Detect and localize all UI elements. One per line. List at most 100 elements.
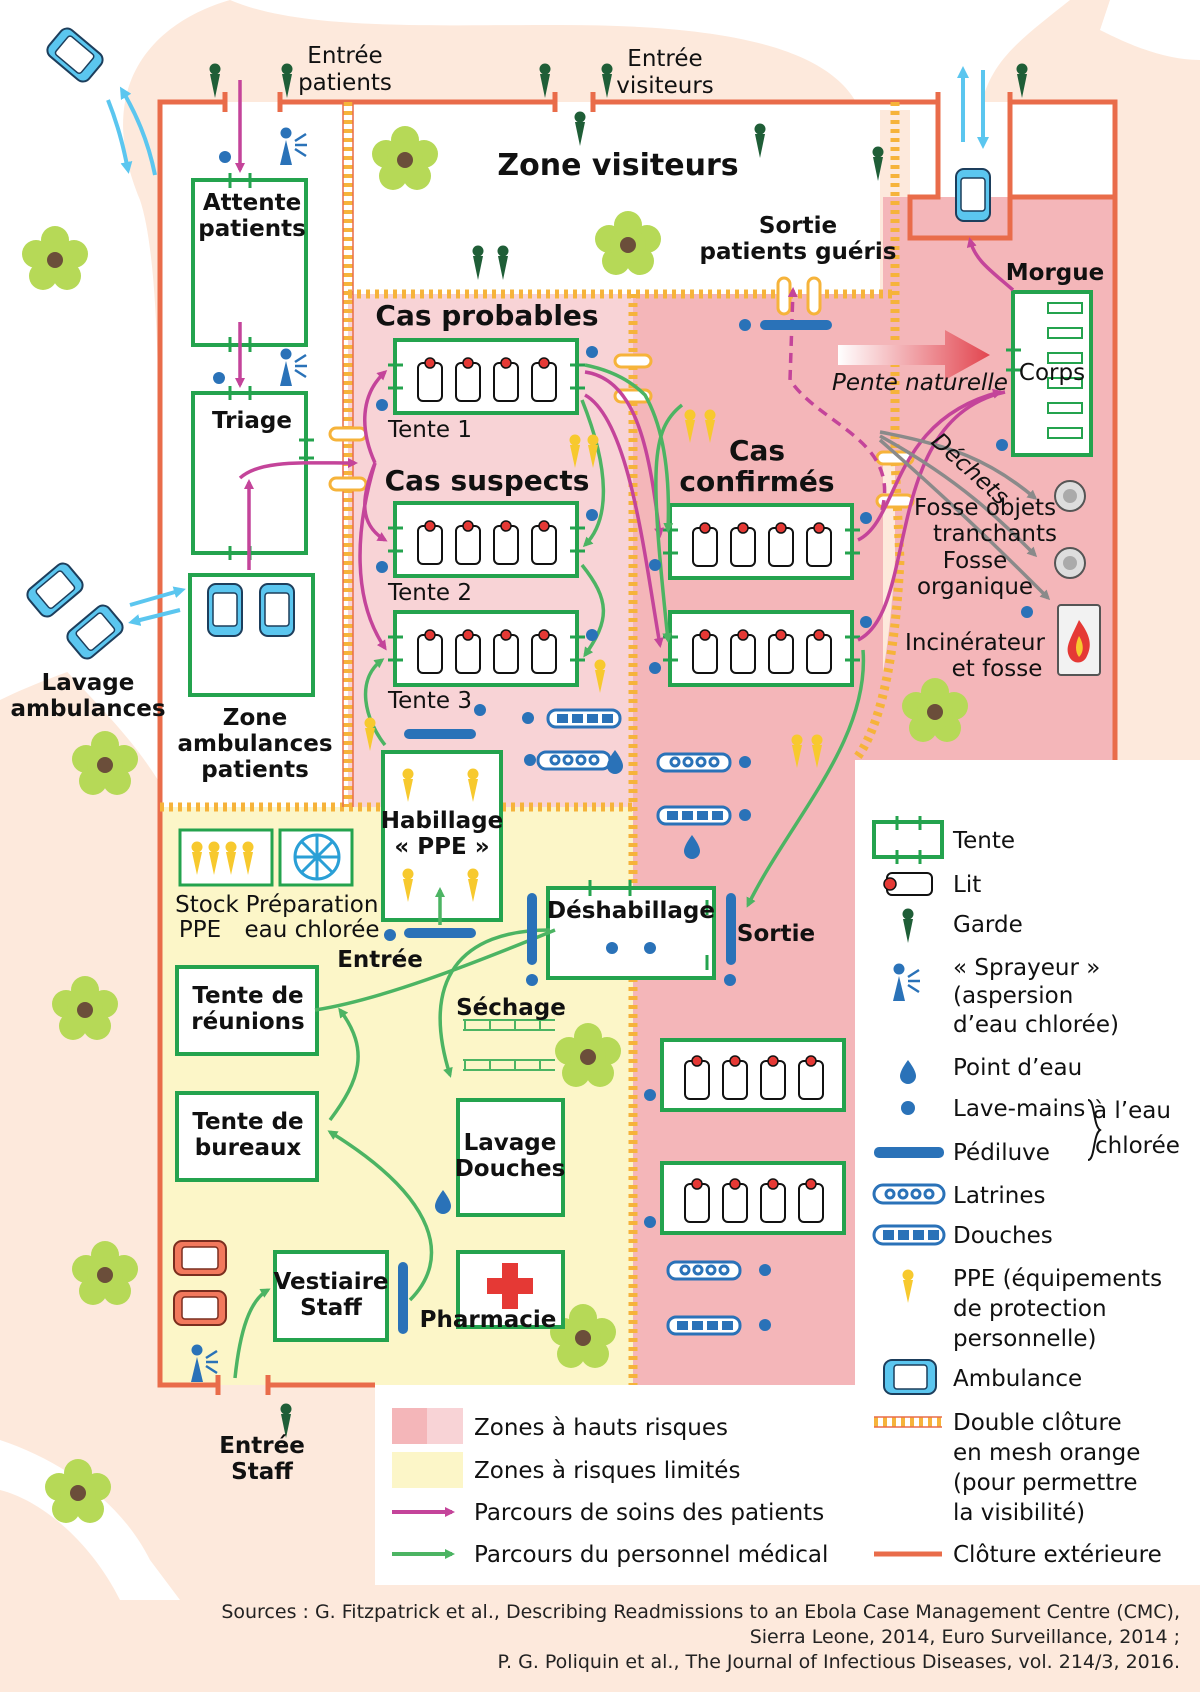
- chlorine-prep-icon: [293, 833, 341, 881]
- legend-limited-risk: Zones à risques limités: [474, 1458, 740, 1484]
- label-lavage-douches-1: Lavage: [464, 1130, 557, 1156]
- pharmacy-cross-icon: [487, 1263, 533, 1309]
- label-entree-visiteurs-2: visiteurs: [616, 73, 714, 99]
- label-zone-amb-2: ambulances: [177, 731, 332, 757]
- legend-patient-path: Parcours de soins des patients: [474, 1500, 824, 1526]
- label-pente: Pente naturelle: [832, 370, 1008, 396]
- label-incinerateur-1: Incinérateur: [905, 630, 1045, 656]
- handwash-points: [213, 151, 1033, 1331]
- label-lavage-amb-1: Lavage: [42, 670, 135, 696]
- label-reunions-2: réunions: [191, 1009, 304, 1035]
- label-stock-1: Stock: [175, 892, 239, 918]
- label-habillage-1: Habillage: [381, 808, 503, 834]
- label-prep-2: eau chlorée: [244, 917, 379, 943]
- latrines-showers: [536, 708, 742, 1336]
- label-entree-patients-2: patients: [298, 70, 392, 96]
- source-line-2: Sierra Leone, 2014, Euro Surveillance, 2…: [749, 1626, 1180, 1648]
- legend-double-1: Double clôture: [953, 1410, 1122, 1436]
- legend-chlore-1: à l’eau: [1093, 1098, 1171, 1124]
- road-northeast: [1100, 0, 1200, 60]
- traffic-arrows: [106, 66, 989, 626]
- legend-ppe-2: de protection: [953, 1296, 1107, 1322]
- outer-fence: [157, 92, 1118, 1395]
- label-entree-staff-1: Entrée: [219, 1433, 305, 1459]
- morgue-slots: [1047, 302, 1083, 439]
- label-cas-probables: Cas probables: [375, 299, 598, 332]
- label-tente3: Tente 3: [387, 688, 472, 714]
- legend-symbols: Tente Lit Garde « Sprayeur » (aspersion …: [872, 816, 1180, 1568]
- waste-pits: [1054, 480, 1101, 676]
- legend-sprayeur-3: d’eau chlorée): [953, 1012, 1119, 1038]
- label-vestiaire-1: Vestiaire: [273, 1269, 388, 1295]
- waste-paths: [878, 430, 1051, 601]
- label-morgue: Morgue: [1006, 260, 1104, 286]
- label-pharmacie: Pharmacie: [420, 1307, 557, 1333]
- legend-pediluve: Pédiluve: [953, 1140, 1050, 1166]
- legend-high-risk: Zones à hauts risques: [474, 1415, 728, 1441]
- legend-lit: Lit: [953, 872, 981, 898]
- label-entree: Entrée: [337, 947, 423, 973]
- footbaths: [398, 320, 832, 1334]
- label-bureaux-1: Tente de: [192, 1109, 303, 1135]
- legend-ppe-3: personnelle): [953, 1326, 1096, 1352]
- label-sortie-gueris-1: Sortie: [759, 213, 837, 239]
- natural-slope-arrow: [838, 330, 990, 380]
- label-reunions-1: Tente de: [192, 983, 303, 1009]
- label-zone-amb-1: Zone: [223, 705, 287, 731]
- tent-door-ticks: [228, 173, 1021, 970]
- legend-douches: Douches: [953, 1223, 1053, 1249]
- label-entree-patients-1: Entrée: [307, 43, 382, 69]
- label-fosse-objets-2: tranchants: [933, 521, 1057, 547]
- label-fosse-org-1: Fosse: [943, 548, 1008, 574]
- source-line-3: P. G. Poliquin et al., The Journal of In…: [497, 1651, 1180, 1673]
- label-incinerateur-2: et fosse: [952, 656, 1043, 682]
- legend-chlore-2: chlorée: [1095, 1133, 1180, 1159]
- label-sortie: Sortie: [737, 921, 815, 947]
- label-lavage-douches-2: Douches: [455, 1156, 566, 1182]
- label-tente1: Tente 1: [387, 417, 472, 443]
- legend-double-3: (pour permettre: [953, 1470, 1137, 1496]
- legend-latrines: Latrines: [953, 1183, 1045, 1209]
- legend-double-4: la visibilité): [953, 1500, 1085, 1526]
- legend-sprayeur-2: (aspersion: [953, 983, 1073, 1009]
- legend-point-eau: Point d’eau: [953, 1055, 1082, 1081]
- label-habillage-2: « PPE »: [394, 834, 489, 860]
- label-bureaux-2: bureaux: [195, 1135, 302, 1161]
- patient-paths: [235, 80, 1015, 651]
- label-zone-amb-3: patients: [201, 757, 309, 783]
- legend-tente: Tente: [952, 828, 1015, 854]
- legend-panel: [855, 760, 1200, 1585]
- label-corps: Corps: [1019, 360, 1085, 386]
- label-sechage: Séchage: [456, 995, 566, 1021]
- legend-ambulance: Ambulance: [953, 1366, 1082, 1392]
- mesh-fence-outline: [342, 102, 354, 807]
- legend-cloture-ext: Clôture extérieure: [953, 1542, 1162, 1568]
- map-labels: Entrée patients Entrée visiteurs Zone vi…: [10, 43, 1104, 1485]
- label-attente-1: Attente: [203, 190, 301, 216]
- label-tente2: Tente 2: [387, 580, 472, 606]
- sources-note: Sources : G. Fitzpatrick et al., Describ…: [40, 1600, 1180, 1675]
- staff-paths: [233, 363, 866, 1379]
- label-sortie-gueris-2: patients guéris: [700, 239, 897, 265]
- label-deshabillage: Déshabillage: [547, 898, 715, 924]
- legend-double-2: en mesh orange: [953, 1440, 1140, 1466]
- legend-staff-path: Parcours du personnel médical: [474, 1542, 828, 1568]
- label-vestiaire-2: Staff: [300, 1295, 362, 1321]
- label-lavage-amb-2: ambulances: [10, 696, 165, 722]
- label-fosse-org-2: organique: [917, 574, 1033, 600]
- label-stock-2: PPE: [179, 917, 221, 943]
- label-entree-visiteurs-1: Entrée: [627, 46, 702, 72]
- label-triage: Triage: [212, 408, 292, 434]
- label-cas-confirmes-2: confirmés: [679, 465, 834, 498]
- road-north: [230, 0, 1070, 110]
- label-cas-confirmes-1: Cas: [729, 434, 785, 467]
- legend-lave-mains: Lave-mains: [953, 1096, 1085, 1122]
- label-attente-2: patients: [198, 216, 306, 242]
- legend-sprayeur-1: « Sprayeur »: [953, 955, 1100, 981]
- label-entree-staff-2: Staff: [231, 1459, 293, 1485]
- legend-garde: Garde: [953, 912, 1023, 938]
- label-fosse-objets-1: Fosse objets: [914, 495, 1056, 521]
- label-cas-suspects: Cas suspects: [385, 464, 590, 497]
